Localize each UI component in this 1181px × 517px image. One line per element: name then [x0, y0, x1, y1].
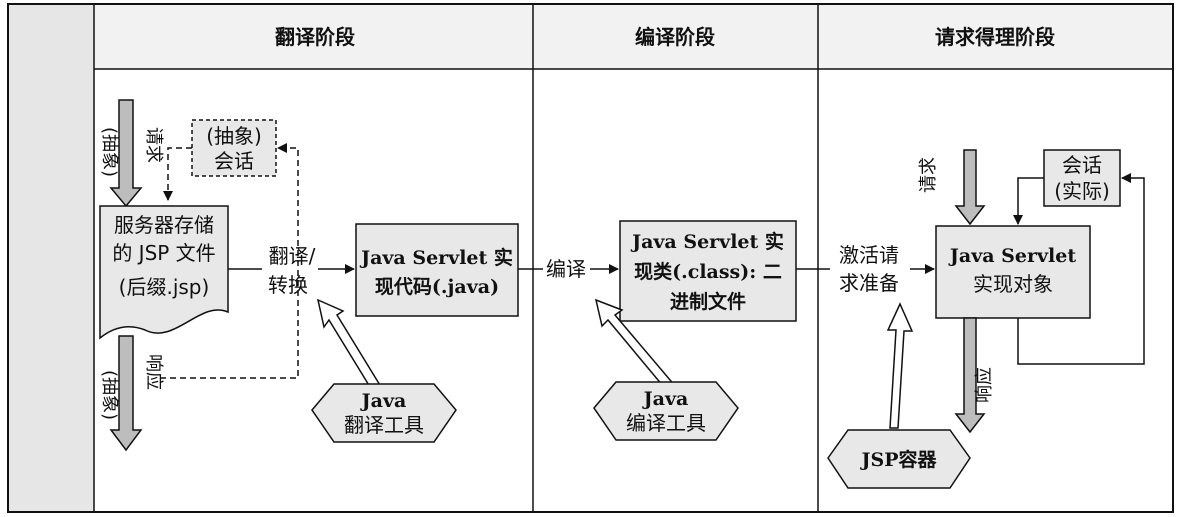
phase-header-translate: 翻译阶段: [275, 25, 355, 49]
response-label-bottom: 响应: [143, 354, 164, 390]
actual-session-line2: (实际): [1054, 179, 1110, 203]
abstract-response-arrow: [109, 335, 143, 452]
activate-label-line1: 激活请: [839, 243, 899, 267]
abstract-session-box: [191, 119, 277, 177]
servlet-class-line1: Java Servlet 实: [630, 230, 784, 253]
translation-tool-line1: Java: [360, 390, 407, 412]
servlet-source-line1: Java Servlet 实: [359, 246, 513, 269]
abstract-label-bottom: (抽象): [99, 370, 120, 420]
servlet-object-box: [935, 225, 1091, 319]
phase-header-compile: 编译阶段: [635, 25, 715, 49]
actual-session-line1: 会话: [1062, 153, 1102, 177]
jsp-storage-document: [99, 205, 229, 340]
servlet-object-line2: 实现对象: [973, 272, 1053, 296]
storage-line2: 的 JSP 文件: [112, 241, 215, 265]
phase-header-request: 请求得理阶段: [935, 25, 1055, 49]
servlet-class-box: [619, 220, 797, 322]
translate-label-line2: 转换: [268, 273, 308, 297]
object-to-session-loop: [1017, 173, 1145, 365]
response-arrow: [954, 317, 986, 434]
actual-session-box: [1043, 149, 1121, 207]
request-arrow: [954, 149, 986, 226]
session-to-object-line: [1013, 177, 1044, 225]
servlet-class-line3: 进制文件: [670, 290, 746, 313]
request-label-top: 请求: [143, 127, 164, 163]
abstract-request-arrow: [109, 99, 143, 208]
jsp-container-label: JSP容器: [860, 448, 938, 471]
translation-tool-line2: 翻译工具: [344, 413, 424, 437]
dashed-feedback-line: [160, 143, 299, 379]
dashed-request-line: [163, 147, 192, 201]
abstract-session-line1: (抽象): [206, 124, 262, 148]
servlet-class-line2: 现类(.class): 二: [634, 260, 782, 283]
servlet-source-box: [355, 223, 519, 317]
storage-line3: (后缀.jsp): [119, 275, 210, 299]
compile-tool-hexagon: [593, 381, 739, 441]
compile-label: 编译: [546, 257, 586, 281]
container-arrow: [886, 302, 914, 429]
storage-line1: 服务器存储: [114, 213, 214, 237]
compile-tool-line2: 编译工具: [626, 411, 706, 435]
jsp-container-hexagon: [827, 429, 971, 489]
translate-label-line1: 翻译/: [269, 244, 316, 268]
abstract-session-line2: 会话: [214, 149, 254, 173]
request-label-right: 请求: [918, 157, 939, 193]
servlet-object-line1: Java Servlet: [948, 245, 1076, 267]
abstract-label-top: (抽象): [99, 127, 120, 177]
activate-label-line2: 求准备: [839, 271, 899, 295]
response-label-right: 响应: [974, 367, 995, 403]
translation-tool-hexagon: [311, 383, 457, 443]
compile-tool-arrow: [594, 298, 678, 393]
servlet-source-line2: 现代码(.java): [375, 276, 499, 298]
compile-tool-line1: Java: [642, 388, 689, 410]
translation-tool-arrow: [316, 298, 388, 402]
